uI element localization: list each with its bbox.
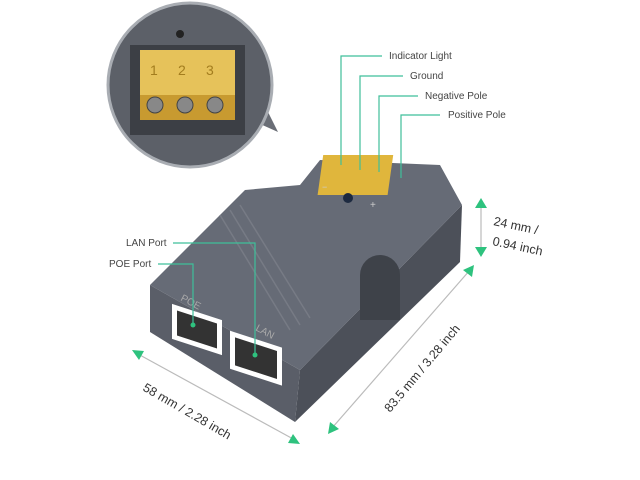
callout-indicator-light: Indicator Light xyxy=(389,51,452,62)
callout-positive-pole: Positive Pole xyxy=(448,110,506,121)
terminal-2-label: 2 xyxy=(178,62,186,78)
dimension-arrows xyxy=(132,198,487,444)
height-dimension-line1: 24 mm / xyxy=(492,214,540,237)
callout-lan-port: LAN Port xyxy=(126,238,167,249)
terminal-3-label: 3 xyxy=(206,62,214,78)
terminal-1-label: 1 xyxy=(150,62,158,78)
height-dimension-line2: 0.94 inch xyxy=(491,234,544,258)
callout-lines xyxy=(158,55,440,358)
poe-device: − + POE LAN xyxy=(150,155,462,422)
indicator-light-icon xyxy=(176,30,184,38)
callout-poe-port: POE Port xyxy=(109,259,151,270)
terminal-zoom-inset: 1 2 3 xyxy=(106,1,278,169)
plus-marking: + xyxy=(370,200,376,211)
minus-marking: − xyxy=(322,182,327,192)
length-dimension: 83.5 mm / 3.28 inch xyxy=(382,322,463,415)
callout-negative-pole: Negative Pole xyxy=(425,91,488,102)
width-dimension: 58 mm / 2.28 inch xyxy=(141,380,234,442)
callout-ground: Ground xyxy=(410,71,443,82)
